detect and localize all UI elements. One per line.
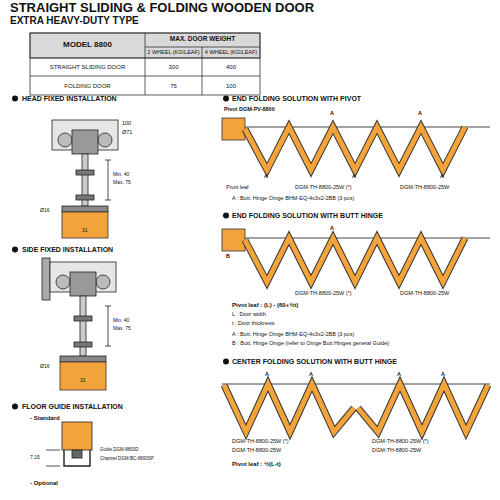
label: Min. 40 — [113, 172, 129, 177]
table-cell: 75 — [145, 83, 202, 89]
folding-diagrams — [222, 118, 490, 432]
label: DGM-TH-8800-25W — [232, 448, 281, 454]
label: 7.15 — [30, 455, 40, 460]
label: A — [330, 226, 334, 232]
label: DGM-TH-8800-25W — [372, 448, 421, 454]
section-heading: EXTRA HEAVY-DUTY TYPE — [10, 16, 139, 27]
label: t : Door thickness — [232, 321, 275, 327]
label: Ø16 — [40, 364, 49, 369]
label: A — [330, 111, 334, 117]
label: DGM-TH-8800-25W (*) — [232, 439, 289, 445]
label: A : Butt. Hinge Omge BHM-EQ-4x3x2-2BB (3… — [232, 196, 354, 202]
label: 100 — [122, 121, 131, 127]
label: Channel DGM-BC-8800SP — [100, 457, 154, 462]
label: A : Butt. Hinge Omge BHM-EQ-4x3x2-2BB (3… — [232, 332, 354, 338]
section-heading: CENTER FOLDING SOLUTION WITH BUTT HINGE — [232, 358, 397, 365]
label: 31 — [80, 378, 86, 383]
table-cell: MAX. DOOR WEIGHT — [145, 36, 260, 43]
label: A — [397, 372, 401, 378]
label: - Standard — [30, 415, 60, 421]
table-cell: MODEL 8800 — [30, 41, 145, 49]
side-fixed-hanger — [42, 258, 116, 390]
label: B : Butt. Hinge Omge (refer to Omge Butt… — [232, 341, 389, 347]
label: A — [352, 174, 356, 180]
label: L : Door width — [232, 312, 266, 318]
label: Pivot leaf : (L) - (60+½t) — [232, 302, 298, 308]
weight-table — [30, 33, 260, 95]
table-cell: 2 WHEEL (KG/LEAF) — [145, 50, 202, 56]
label: 31 — [82, 228, 88, 233]
table-cell: 300 — [145, 64, 202, 70]
section-heading: END FOLDING SOLUTION WITH BUTT HINGE — [232, 212, 383, 219]
label: DGM-TH-8800-25W — [400, 185, 449, 191]
head-fixed-hanger — [52, 120, 118, 238]
table-cell: 100 — [202, 83, 260, 89]
section-bullets — [12, 96, 229, 410]
label: Guide DGM-8800D — [100, 448, 139, 453]
page-title: STRAIGHT SLIDING & FOLDING WOODEN DOOR — [10, 1, 314, 15]
table-cell: 400 — [202, 64, 260, 70]
floor-guide — [46, 422, 92, 466]
label: A — [441, 372, 445, 378]
label: DGM-TH-8800-25W (*) — [372, 439, 429, 445]
section-heading: SIDE FIXED INSTALLATION — [22, 246, 113, 253]
label: Pivot DGM-PV-8800 — [224, 107, 275, 113]
label: A — [265, 372, 269, 378]
label: A — [440, 174, 444, 180]
label: DGM-TH-8800-25W — [400, 291, 449, 297]
label: DGM-TH-8800-25W (*) — [295, 185, 352, 191]
label: DGM-TH-8800-25W (*) — [295, 291, 352, 297]
label: Max. 75 — [113, 180, 131, 185]
label: Max. 75 — [113, 326, 131, 331]
section-heading: FLOOR GUIDE INSTALLATION — [22, 403, 123, 410]
table-cell: FOLDING DOOR — [30, 83, 145, 89]
label: Pivot leaf — [226, 185, 249, 191]
table-cell: STRAIGHT SLIDING DOOR — [30, 64, 145, 70]
label: Min. 40 — [113, 318, 129, 323]
label: - Optional — [30, 480, 58, 486]
label: Ø16 — [40, 208, 49, 213]
table-cell: 4 WHEEL (KG/LEAF) — [202, 50, 260, 56]
section-heading: END FOLDING SOLUTION WITH PIVOT — [232, 95, 361, 102]
label: Pivot leaf : ½(L-t) — [232, 461, 281, 467]
section-heading: HEAD FIXED INSTALLATION — [22, 95, 117, 102]
label: Ø71 — [122, 130, 132, 136]
label: A — [264, 174, 268, 180]
label: A — [309, 372, 313, 378]
label: B — [226, 254, 230, 260]
label: A — [418, 111, 422, 117]
